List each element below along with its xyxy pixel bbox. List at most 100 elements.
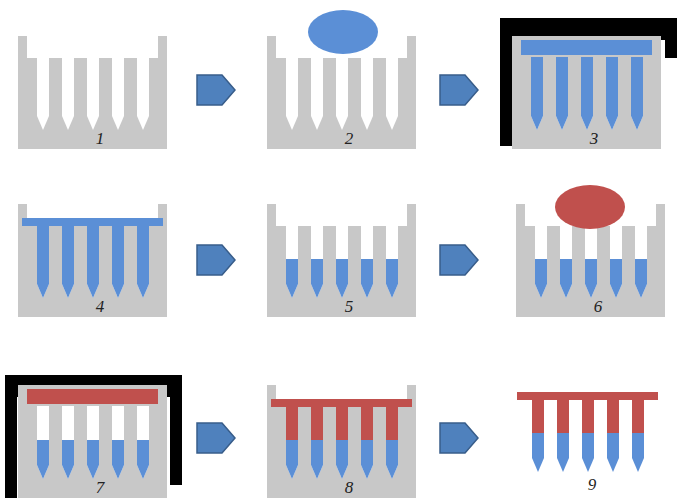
well-fill <box>386 259 398 298</box>
well-fill <box>560 259 572 298</box>
step-arrow <box>197 75 235 105</box>
mold-well <box>635 225 647 298</box>
released-comb <box>517 392 658 472</box>
comb-tooth <box>557 399 569 433</box>
mold-well <box>62 57 74 130</box>
mold-well <box>631 57 643 130</box>
well-fill <box>535 259 547 298</box>
comb-tooth <box>607 433 619 472</box>
comb-tooth <box>336 406 348 440</box>
mold-filled-blue <box>512 36 661 149</box>
comb-tooth <box>311 440 323 479</box>
comb-tooth <box>286 440 298 479</box>
empty-mold <box>18 36 167 149</box>
mold-well <box>361 225 373 298</box>
comb-bar <box>517 392 658 400</box>
mold-well <box>311 406 323 479</box>
well-fill <box>631 57 643 130</box>
well-fill <box>581 57 593 130</box>
mold-with-two-colour-comb <box>267 385 416 498</box>
mold-well <box>311 225 323 298</box>
well-fill <box>286 259 298 298</box>
red-resin-drop <box>555 185 625 229</box>
comb-tooth <box>632 433 644 472</box>
step-arrow <box>440 423 478 453</box>
comb-tooth <box>532 399 544 433</box>
mold-well <box>531 57 543 130</box>
mold-well <box>336 225 348 298</box>
well-fill <box>137 440 149 479</box>
comb-tooth <box>112 225 124 298</box>
mold-well <box>137 225 149 298</box>
callout-number: 8 <box>345 479 354 496</box>
mold-recess <box>276 204 407 226</box>
mold-well <box>37 225 49 298</box>
step-arrow <box>440 245 478 275</box>
well-fill <box>585 259 597 298</box>
well-fill <box>361 259 373 298</box>
mold-well <box>37 57 49 130</box>
comb-bar <box>271 399 412 407</box>
well-fill <box>336 259 348 298</box>
callout-number: 5 <box>345 298 354 315</box>
mold-well <box>560 225 572 298</box>
blue-comb <box>22 218 163 298</box>
comb-tooth <box>632 399 644 433</box>
mold-well <box>37 406 49 479</box>
callout-number: 2 <box>345 130 354 147</box>
press-cover <box>5 375 182 498</box>
mold-blue-tips <box>267 204 416 317</box>
mold-well <box>112 406 124 479</box>
comb-tooth <box>532 433 544 472</box>
callout-number: 7 <box>96 479 105 496</box>
well-fill <box>610 259 622 298</box>
mold-well <box>87 225 99 298</box>
mold-well <box>606 57 618 130</box>
mold-well <box>556 57 568 130</box>
mold-well <box>112 225 124 298</box>
well-fill <box>606 57 618 130</box>
comb-tooth <box>137 225 149 298</box>
mold-block <box>267 204 416 317</box>
mold-well <box>610 225 622 298</box>
mold-block <box>18 204 167 317</box>
mold-recess <box>521 36 652 58</box>
callout-number: 3 <box>590 130 599 147</box>
comb-tooth <box>386 440 398 479</box>
mold-well <box>386 225 398 298</box>
comb-tooth <box>386 406 398 440</box>
comb-tooth <box>87 225 99 298</box>
step-arrow <box>197 245 235 275</box>
mold-well <box>336 406 348 479</box>
comb-bar <box>22 218 163 226</box>
mold-well <box>361 57 373 130</box>
mold-block <box>512 36 661 149</box>
red-resin-layer <box>27 389 158 404</box>
blue-resin-layer <box>521 40 652 55</box>
mold-block <box>267 385 416 498</box>
mold-recess <box>27 36 158 58</box>
mold-well <box>87 57 99 130</box>
mold-well <box>137 406 149 479</box>
mold-red-layer <box>18 385 167 498</box>
comb-tooth <box>361 440 373 479</box>
comb-tooth <box>607 399 619 433</box>
well-fill <box>311 259 323 298</box>
step-arrow <box>440 75 478 105</box>
well-fill <box>87 440 99 479</box>
well-fill <box>62 440 74 479</box>
well-fill <box>531 57 543 130</box>
mold-well <box>535 225 547 298</box>
callout-number: 1 <box>96 130 105 147</box>
comb-tooth <box>336 440 348 479</box>
well-fill <box>556 57 568 130</box>
comb-tooth <box>361 406 373 440</box>
mold-block <box>18 36 167 149</box>
mold-well <box>386 57 398 130</box>
mold-well <box>62 225 74 298</box>
callout-number: 9 <box>588 476 597 493</box>
comb-tooth <box>557 433 569 472</box>
comb-tooth <box>37 225 49 298</box>
mold-well <box>286 57 298 130</box>
